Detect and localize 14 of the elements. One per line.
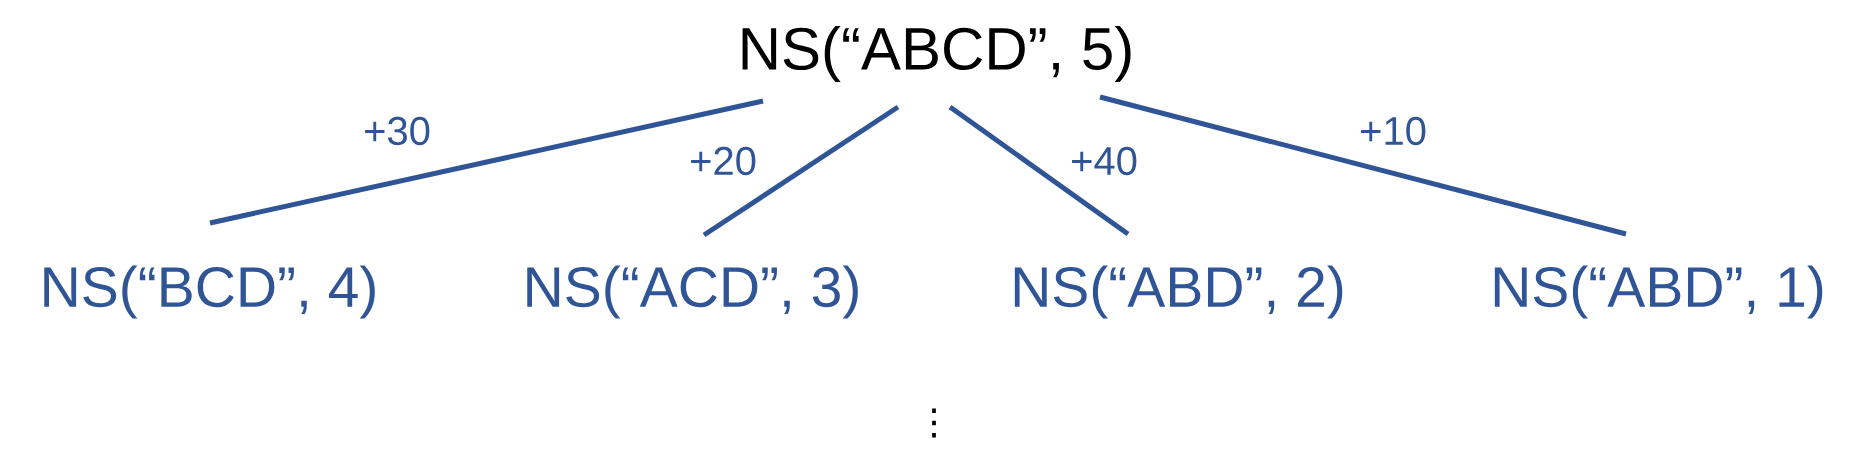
ellipsis-mark: ⋮ <box>932 408 936 438</box>
edge-label: +20 <box>691 146 756 176</box>
node-label: NS(“BCD”, 4) <box>44 265 375 319</box>
node-label: NS(“ABD”, 1) <box>1494 265 1823 319</box>
edge-label: +40 <box>1072 146 1137 176</box>
node-label: NS(“ACD”, 3) <box>527 265 858 319</box>
node-label: NS(“ABCD”, 5) <box>742 26 1131 82</box>
connector-line <box>702 104 900 238</box>
connector-line <box>209 98 764 226</box>
node-label: NS(“ABD”, 2) <box>1014 265 1343 319</box>
connector-line <box>1099 94 1627 237</box>
edge-label: +30 <box>365 116 430 146</box>
edge-label: +10 <box>1361 116 1426 146</box>
connector-line <box>948 104 1130 237</box>
